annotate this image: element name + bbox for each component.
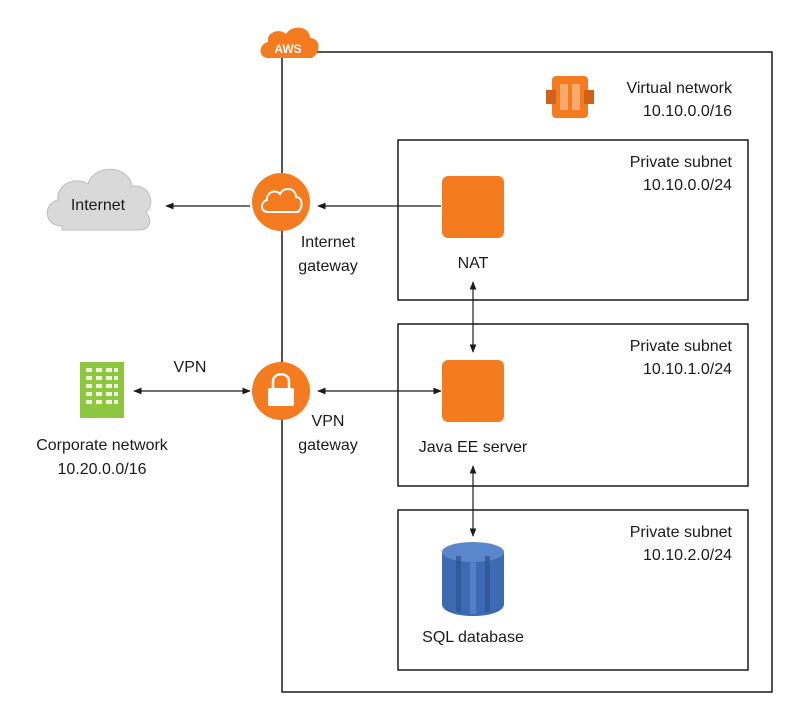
aws-cloud-icon [260, 27, 319, 58]
cloud-icon [260, 188, 303, 213]
internet-gateway-label-2: gateway [298, 258, 358, 275]
vpn-gateway-label-1: VPN [312, 413, 345, 430]
java-ee-server-icon [442, 360, 504, 422]
vpc-title: Virtual network [626, 80, 733, 97]
subnet-2-title: Private subnet [630, 338, 733, 355]
vpc-icon [546, 76, 594, 118]
java-ee-server-label: Java EE server [419, 439, 528, 456]
vpn-gateway-label-2: gateway [298, 437, 358, 454]
subnet-3-title: Private subnet [630, 524, 733, 541]
vpn-link-label: VPN [174, 359, 207, 376]
corporate-network-cidr: 10.20.0.0/16 [58, 461, 147, 478]
internet-gateway-label-1: Internet [301, 234, 356, 251]
nat-icon [442, 176, 504, 238]
subnet-2-cidr: 10.10.1.0/24 [643, 361, 732, 378]
internet-gateway-icon [252, 173, 310, 231]
lock-icon [271, 373, 291, 388]
corporate-network-label: Corporate network [36, 437, 169, 454]
subnet-1-cidr: 10.10.0.0/24 [643, 177, 732, 194]
database-icon [442, 542, 504, 616]
subnet-3-cidr: 10.10.2.0/24 [643, 547, 732, 564]
database-label: SQL database [422, 629, 524, 646]
corporate-building-icon [80, 362, 124, 418]
nat-label: NAT [458, 255, 489, 272]
vpn-gateway-icon [252, 362, 310, 420]
internet-cloud-icon [46, 168, 152, 231]
subnet-1-title: Private subnet [630, 154, 733, 171]
aws-badge-label: AWS [274, 42, 301, 56]
aws-badge: AWS [260, 27, 319, 58]
vpc-cidr: 10.10.0.0/16 [643, 103, 732, 120]
internet-label: Internet [71, 197, 126, 214]
